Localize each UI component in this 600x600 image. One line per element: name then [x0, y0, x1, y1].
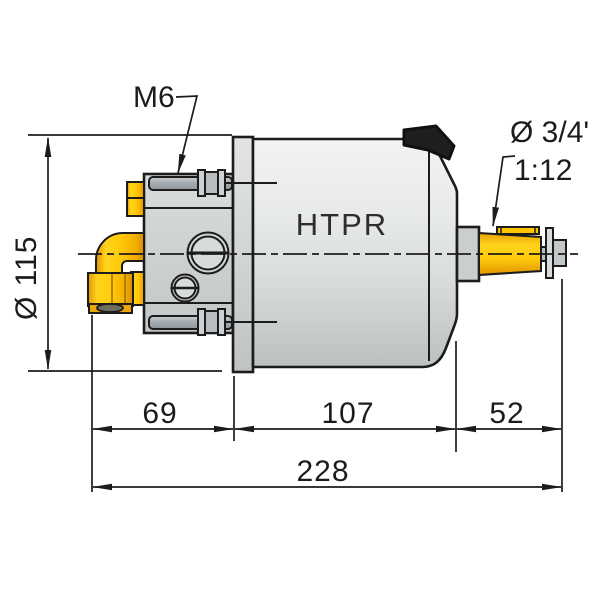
stud-washer-bottom-b — [217, 308, 226, 336]
stud-washer-top-a — [197, 169, 206, 197]
dimension-text-228: 228 — [296, 455, 349, 488]
dimension-system: Ø 115 69 107 52 228 — [10, 134, 563, 492]
pump-body: HTPR — [224, 137, 459, 369]
bleed-plug-small — [170, 273, 200, 303]
callout-shaft-taper: Ø 3/4' 1:12 — [492, 116, 589, 227]
callout-text-shaft-diameter: Ø 3/4' — [510, 116, 589, 149]
callout-text-taper-ratio: 1:12 — [514, 154, 572, 187]
product-label: HTPR — [296, 207, 388, 242]
stud-washer-top-b — [217, 169, 226, 197]
stud-nut-bottom — [204, 310, 219, 334]
callout-m6: M6 — [133, 81, 199, 174]
dimension-text-diameter-115: Ø 115 — [10, 236, 43, 321]
elbow-hex-nut — [87, 272, 134, 307]
filler-cap — [402, 124, 456, 161]
filler-plug-large — [186, 231, 230, 275]
leader-line-m6 — [175, 95, 199, 174]
dimension-text-52: 52 — [489, 397, 524, 430]
dimension-text-107: 107 — [321, 397, 374, 430]
shaft-end-nut — [552, 239, 567, 267]
shaft-keyway — [496, 226, 540, 235]
pump-body-shell — [251, 137, 459, 369]
dimension-text-69: 69 — [142, 397, 177, 430]
shaft-washer-disc — [545, 227, 554, 279]
leader-line-shaft-taper — [492, 155, 516, 227]
callout-text-m6: M6 — [133, 81, 175, 114]
elbow-outlet-opening — [96, 303, 124, 313]
stud-nut-top — [204, 171, 219, 195]
stud-washer-bottom-a — [197, 308, 206, 336]
mounting-stud-top — [148, 169, 233, 197]
